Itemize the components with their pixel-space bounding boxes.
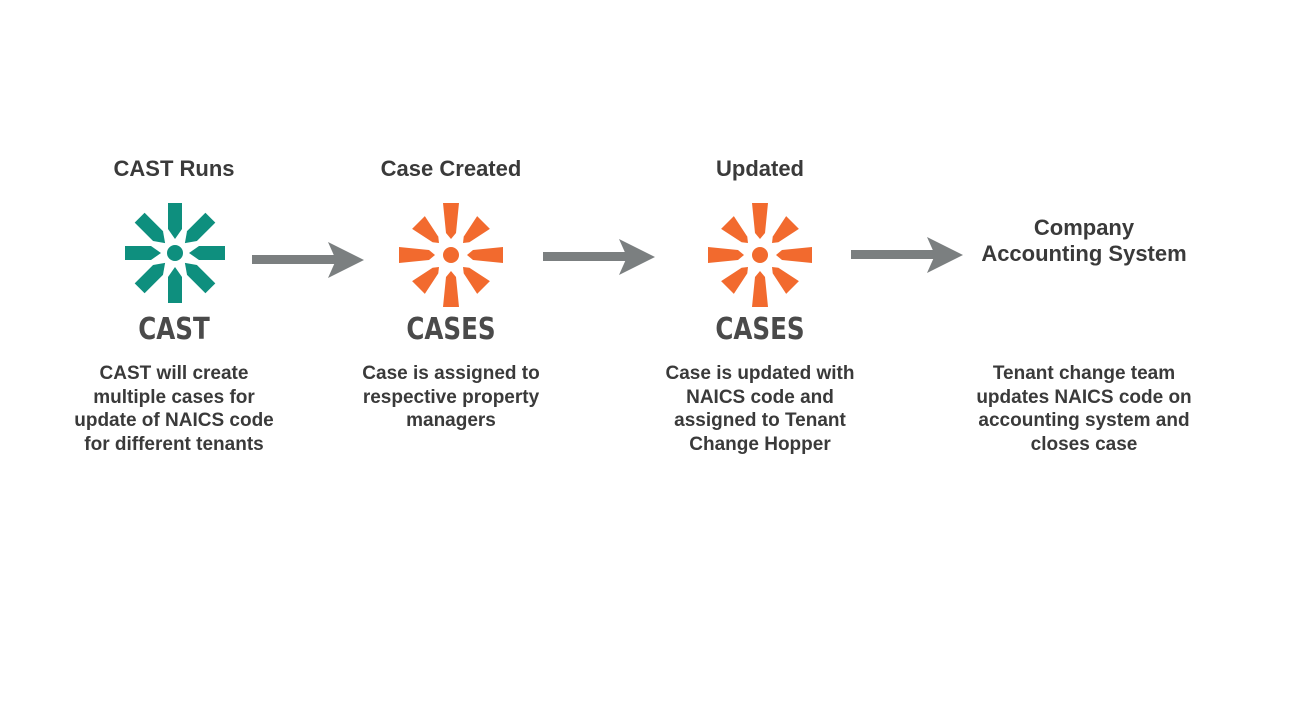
cases-wordmark: CASES: [715, 312, 805, 347]
step-3-title: Updated: [716, 156, 804, 181]
step-3-description: Case is updated with NAICS code and assi…: [665, 363, 855, 455]
logo-petal: [168, 267, 182, 303]
step-2-title: Case Created: [380, 156, 522, 181]
cases-asterisk-icon: [705, 200, 815, 310]
logo-petal: [721, 267, 748, 294]
logo-petal: [752, 203, 768, 239]
logo-center-dot: [752, 247, 768, 263]
logo-petal: [772, 216, 799, 243]
logo-petal: [772, 267, 799, 294]
right-arrow-icon: [541, 237, 657, 277]
cases-asterisk-icon: [396, 200, 506, 310]
logo-petal: [412, 216, 439, 243]
cases-wordmark: CASES: [406, 312, 496, 347]
step-2-description: Case is assigned to respective property …: [362, 363, 540, 431]
logo-petal: [752, 271, 768, 307]
logo-center-dot: [443, 247, 459, 263]
cast-asterisk-icon: [120, 198, 230, 308]
logo-petal: [134, 262, 166, 294]
right-arrow-icon: [849, 235, 965, 275]
logo-petal: [412, 267, 439, 294]
logo-petal: [399, 247, 435, 263]
step-1-title: CAST Runs: [113, 156, 235, 181]
step-4-title: Company Accounting System: [981, 215, 1187, 266]
right-arrow-icon: [250, 240, 366, 280]
cast-wordmark: CAST: [138, 312, 210, 347]
logo-petal: [134, 212, 166, 244]
logo-petal: [184, 262, 216, 294]
logo-petal: [443, 203, 459, 239]
logo-petal: [463, 216, 490, 243]
cases-logo-graphic: [399, 203, 503, 307]
logo-petal: [463, 267, 490, 294]
step-4-description: Tenant change team updates NAICS code on…: [976, 363, 1192, 455]
logo-petal: [189, 246, 225, 260]
logo-petal: [168, 203, 182, 239]
step-1-description: CAST will create multiple cases for upda…: [74, 363, 274, 455]
logo-petal: [721, 216, 748, 243]
logo-petal: [443, 271, 459, 307]
logo-petal: [125, 246, 161, 260]
logo-petal: [708, 247, 744, 263]
cases-logo-graphic: [708, 203, 812, 307]
logo-petal: [467, 247, 503, 263]
logo-center-dot: [167, 245, 183, 261]
cast-logo-graphic: [125, 203, 225, 303]
logo-petal: [776, 247, 812, 263]
logo-petal: [184, 212, 216, 244]
